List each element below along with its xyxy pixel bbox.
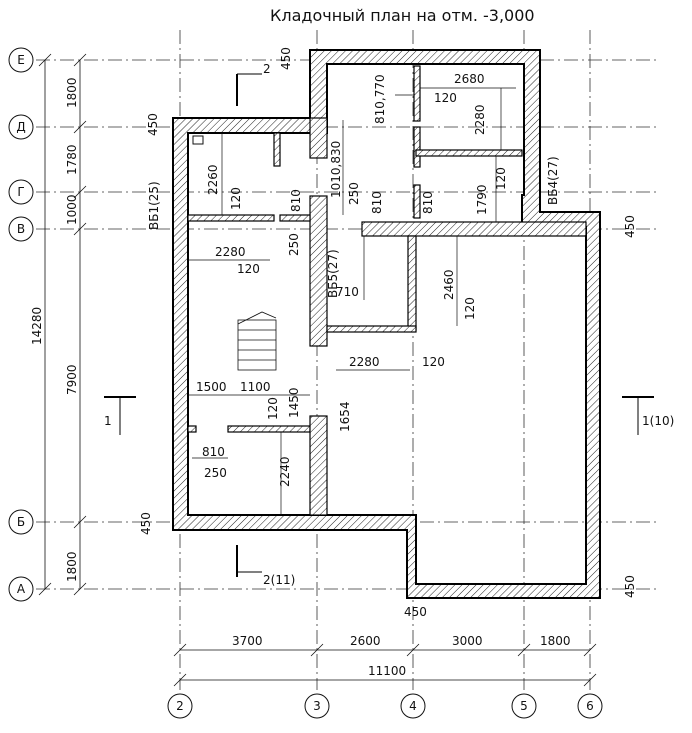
- dim-2280-c: 2280: [349, 355, 380, 369]
- axis-marker-row: Б: [8, 509, 34, 535]
- bottom-dimension-chain: [173, 643, 597, 687]
- dim-1000: 1000: [65, 194, 79, 225]
- dim-120-e: 120: [463, 297, 477, 320]
- dim-250-c: 250: [204, 466, 227, 480]
- dim-1100: 1100: [240, 380, 271, 394]
- dim-810-c: 810: [289, 189, 303, 212]
- section-2-bottom: 2(11): [263, 573, 295, 587]
- interior-walls: [187, 65, 587, 516]
- dim-2280-a: 2280: [473, 104, 487, 135]
- dim-810-b: 810: [421, 191, 435, 214]
- dim-450-right-upper: 450: [623, 215, 637, 238]
- svg-text:А: А: [17, 582, 26, 596]
- dim-120-f: 120: [422, 355, 445, 369]
- dim-3700: 3700: [232, 634, 263, 648]
- svg-text:Г: Г: [17, 185, 24, 199]
- dim-120-a: 120: [434, 91, 457, 105]
- dim-1800-top: 1800: [65, 77, 79, 108]
- dim-2600: 2600: [350, 634, 381, 648]
- axis-marker-row: Д: [8, 114, 34, 140]
- dim-11100: 11100: [368, 664, 406, 678]
- svg-text:5: 5: [520, 699, 528, 713]
- dim-14280: 14280: [30, 307, 44, 345]
- axis-marker-col: 5: [511, 693, 537, 719]
- dim-810-d: 810: [202, 445, 225, 459]
- dim-250-b: 250: [287, 233, 301, 256]
- axis-marker-col: 4: [400, 693, 426, 719]
- dim-810-770: 810,770: [373, 74, 387, 124]
- dim-450-left-lower: 450: [139, 512, 153, 535]
- plan-title: Кладочный план на отм. -3,000: [270, 6, 535, 25]
- dim-7900: 7900: [65, 364, 79, 395]
- svg-text:Е: Е: [17, 53, 25, 67]
- dim-250-a: 250: [347, 182, 361, 205]
- lintel-vb1: ВБ1(25): [147, 181, 161, 230]
- lintel-vb5: ВБ5(27): [326, 249, 340, 298]
- bottom-dimension-labels: 3700 2600 3000 1800 11100: [232, 634, 571, 678]
- section-1-right: 1(10): [642, 414, 674, 428]
- svg-text:3: 3: [313, 699, 321, 713]
- dim-120-g: 120: [266, 397, 280, 420]
- axis-marker-row: В: [8, 216, 34, 242]
- interior-dim-lines: [188, 87, 516, 515]
- thickness-dims: 450 450 450 450 450 450: [139, 47, 637, 619]
- dim-2680: 2680: [454, 72, 485, 86]
- dim-810-a: 810: [370, 191, 384, 214]
- svg-text:6: 6: [586, 699, 594, 713]
- lintel-vb4: ВБ4(27): [546, 156, 560, 205]
- section-labels: 1 1(10) 2 2(11): [104, 62, 674, 587]
- dim-450-top: 450: [279, 47, 293, 70]
- axis-marker-col: 6: [577, 693, 603, 719]
- left-dimension-chain: [38, 53, 87, 596]
- dim-2260: 2260: [206, 164, 220, 195]
- dim-1500: 1500: [196, 380, 227, 394]
- section-1-left: 1: [104, 414, 112, 428]
- svg-text:4: 4: [409, 699, 417, 713]
- axis-marker-row: А: [8, 576, 34, 602]
- dim-450-right-lower: 450: [623, 575, 637, 598]
- axis-marker-col: 3: [304, 693, 330, 719]
- interior-dim-labels: 2680 120 2280 810,770 1010,830 250 810 8…: [196, 72, 508, 487]
- column-axis-markers: 2 3 4 5 6: [167, 693, 603, 719]
- dim-120-b: 120: [494, 167, 508, 190]
- svg-text:В: В: [17, 222, 25, 236]
- dim-2240: 2240: [278, 456, 292, 487]
- dim-1780: 1780: [65, 144, 79, 175]
- dim-1800-bottom-chain: 1800: [540, 634, 571, 648]
- dim-2460: 2460: [442, 269, 456, 300]
- staircase: [237, 311, 277, 371]
- exterior-walls: [172, 49, 601, 599]
- dim-450-left-upper: 450: [146, 113, 160, 136]
- row-axis-markers: Е Д Г В Б А: [8, 47, 34, 602]
- svg-text:2: 2: [176, 699, 184, 713]
- dim-1654: 1654: [338, 401, 352, 432]
- dim-1800-bottom: 1800: [65, 551, 79, 582]
- dim-1790: 1790: [475, 184, 489, 215]
- lintel-labels: ВБ1(25) ВБ4(27) ВБ5(27): [147, 156, 560, 298]
- dim-120-d: 120: [237, 262, 260, 276]
- dim-3000: 3000: [452, 634, 483, 648]
- dim-710: 710: [336, 285, 359, 299]
- left-dimension-labels: 1800 1780 1000 7900 1800 14280: [30, 77, 79, 582]
- svg-text:Б: Б: [17, 515, 25, 529]
- dim-450-bottom: 450: [404, 605, 427, 619]
- dim-2280-b: 2280: [215, 245, 246, 259]
- dim-1010-830: 1010,830: [329, 141, 343, 198]
- axis-marker-row: Е: [8, 47, 34, 73]
- dim-1450: 1450: [287, 387, 301, 418]
- vent-box: [192, 135, 204, 145]
- dim-120-c: 120: [229, 187, 243, 210]
- svg-text:Д: Д: [16, 120, 25, 134]
- section-2-top: 2: [263, 62, 271, 76]
- axis-marker-row: Г: [8, 179, 34, 205]
- section-markers: [104, 73, 654, 577]
- axis-marker-col: 2: [167, 693, 193, 719]
